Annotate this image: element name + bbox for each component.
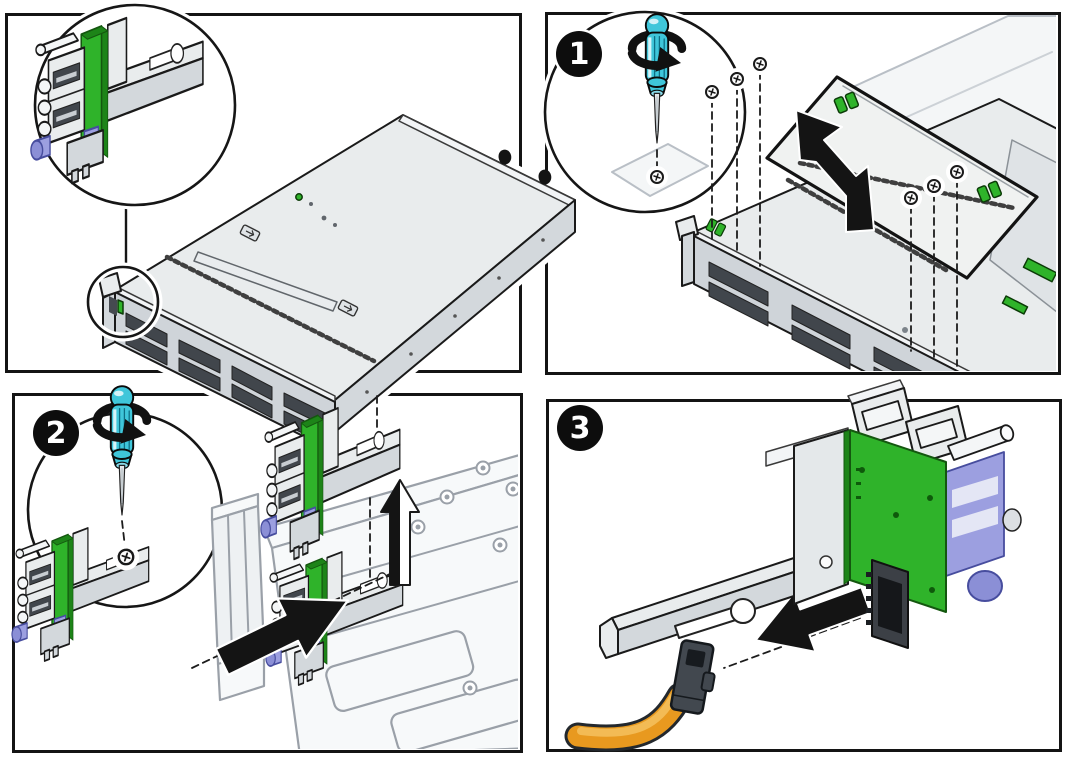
usb-assembly-rear-view — [599, 379, 1022, 659]
step-3-badge: 3 — [557, 405, 603, 451]
screw-icon — [749, 53, 771, 75]
screw-icon — [115, 546, 137, 568]
screw-icon — [726, 68, 748, 90]
cover-latch-icon — [239, 224, 261, 242]
screw-icon — [923, 175, 945, 197]
keyhole-slot-icon — [730, 598, 756, 624]
screw-icon — [900, 187, 922, 209]
cable-connector-icon — [669, 639, 716, 715]
cover-latch-icon — [337, 299, 359, 317]
rear-hook — [498, 149, 512, 165]
power-led-dot — [295, 193, 303, 201]
source-location-circle — [86, 265, 160, 339]
usb-assembly-callout — [29, 0, 240, 342]
screw-icon — [701, 81, 723, 103]
rear-hook — [538, 169, 552, 185]
server-chassis-illustration — [98, 109, 581, 458]
step1-callout-circle — [543, 10, 747, 214]
lift-cover-arrow-icon — [795, 109, 875, 233]
step-3-number: 3 — [569, 410, 591, 446]
step-1-number: 1 — [568, 36, 590, 72]
lift-arrow-icon — [381, 480, 400, 585]
step-2-number: 2 — [45, 415, 67, 451]
step-1-badge: 1 — [556, 31, 602, 77]
screw-icon — [946, 161, 968, 183]
step-2-badge: 2 — [33, 410, 79, 456]
cover-seam-teeth — [164, 254, 377, 364]
screwdriver-icon — [97, 386, 147, 515]
screwdriver-icon — [632, 14, 682, 143]
top-cover-removal-scene — [611, 15, 1056, 371]
screw-icon — [646, 166, 668, 188]
cable-disconnect-scene — [564, 379, 1022, 752]
